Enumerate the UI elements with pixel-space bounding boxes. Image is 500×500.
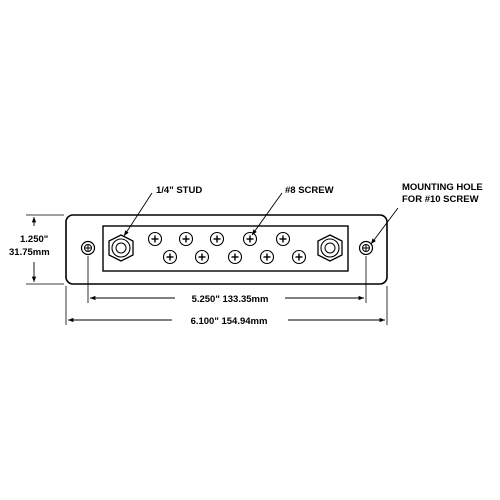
screw-7 [194,249,210,265]
stud-leader [123,192,153,237]
screw-10 [291,249,307,265]
screw-8 [227,249,243,265]
screw-9 [259,249,275,265]
screw-leader [251,192,283,236]
hole-spacing-dimension [87,256,367,303]
screw-6 [162,249,178,265]
mounting-hole-leader [370,207,399,245]
overall-length-dimension [65,286,388,325]
stud-right [317,234,343,262]
height-inches-label: 1.250" [20,234,48,245]
screw-label: #8 SCREW [285,185,334,196]
overall-length-label: 6.100" 154.94mm [191,316,268,327]
mounting-hole-right [358,240,374,256]
stud-left [108,234,134,262]
screw-3 [209,231,225,247]
stud-label: 1/4" STUD [156,185,202,196]
screw-4 [242,231,258,247]
screw-1 [147,231,163,247]
screw-group [147,231,307,265]
mounting-hole-label-2: FOR #10 SCREW [402,194,479,205]
screw-2 [178,231,194,247]
screw-5 [275,231,291,247]
terminal-bar [102,225,349,272]
mounting-hole-left [80,240,96,256]
base-plate [65,214,388,285]
mounting-hole-label-1: MOUNTING HOLE [402,182,483,193]
hole-spacing-label: 5.250" 133.35mm [192,294,269,305]
height-dimension [26,214,64,285]
height-mm-label: 31.75mm [9,247,50,258]
